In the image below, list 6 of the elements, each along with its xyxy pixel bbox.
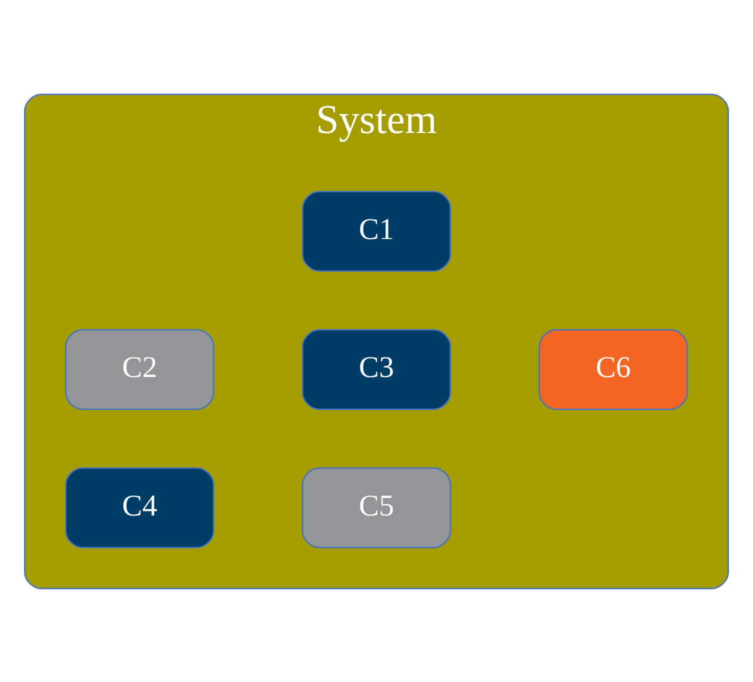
- node-box: C6: [538, 328, 688, 410]
- node-box: C1: [302, 190, 452, 272]
- node-box: C5: [302, 466, 452, 548]
- node-box: C4: [65, 466, 214, 548]
- node-box: C3: [302, 328, 452, 410]
- node-box: C2: [65, 328, 214, 410]
